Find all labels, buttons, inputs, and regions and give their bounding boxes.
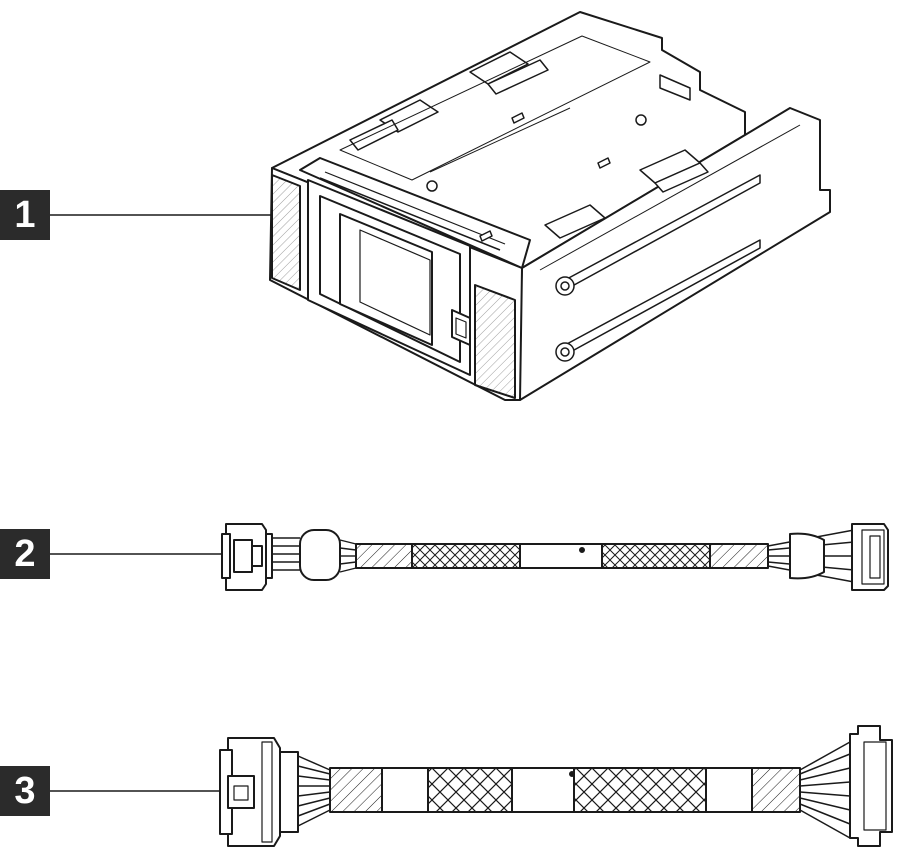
- callout-2: 2: [0, 529, 50, 579]
- callout-1: 1: [0, 190, 50, 240]
- callout-3: 3: [0, 766, 50, 816]
- cable-3-illustration: [219, 725, 893, 847]
- cable-2-illustration: [221, 523, 889, 591]
- drive-cage-illustration: [269, 11, 831, 401]
